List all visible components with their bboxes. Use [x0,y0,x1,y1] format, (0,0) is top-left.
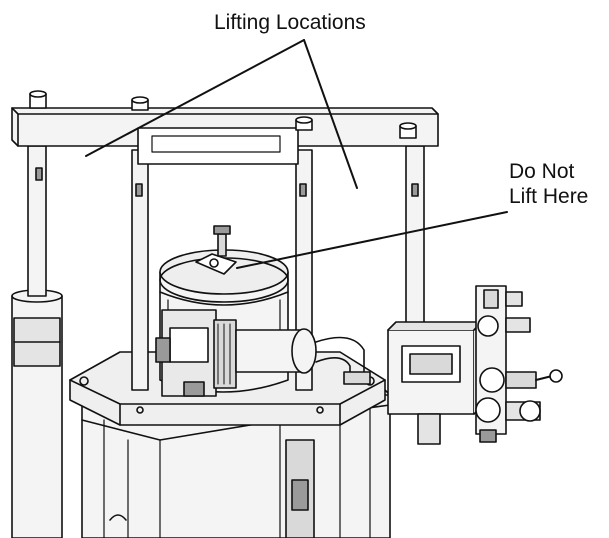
do-not-lift-line-1: Do Not [509,160,575,183]
outlet-pipe [235,328,371,385]
lid-lifting-tab [195,225,237,275]
leader-left-lift [85,39,305,157]
leader-do-not-lift [236,211,508,269]
lifting-crossbar [11,90,439,165]
crossbar-bolts [29,90,417,139]
valve-stack [475,285,563,443]
front-valve [155,309,237,397]
do-not-lift-label: Do Not Lift Here [509,159,588,209]
leader-right-lift [303,39,358,189]
control-panel [387,321,483,445]
do-not-lift-line-2: Lift Here [509,185,589,208]
left-cylinder [11,289,63,538]
callout-lines [85,39,508,269]
lifting-locations-label: Lifting Locations [214,11,366,34]
central-drum [155,225,371,397]
